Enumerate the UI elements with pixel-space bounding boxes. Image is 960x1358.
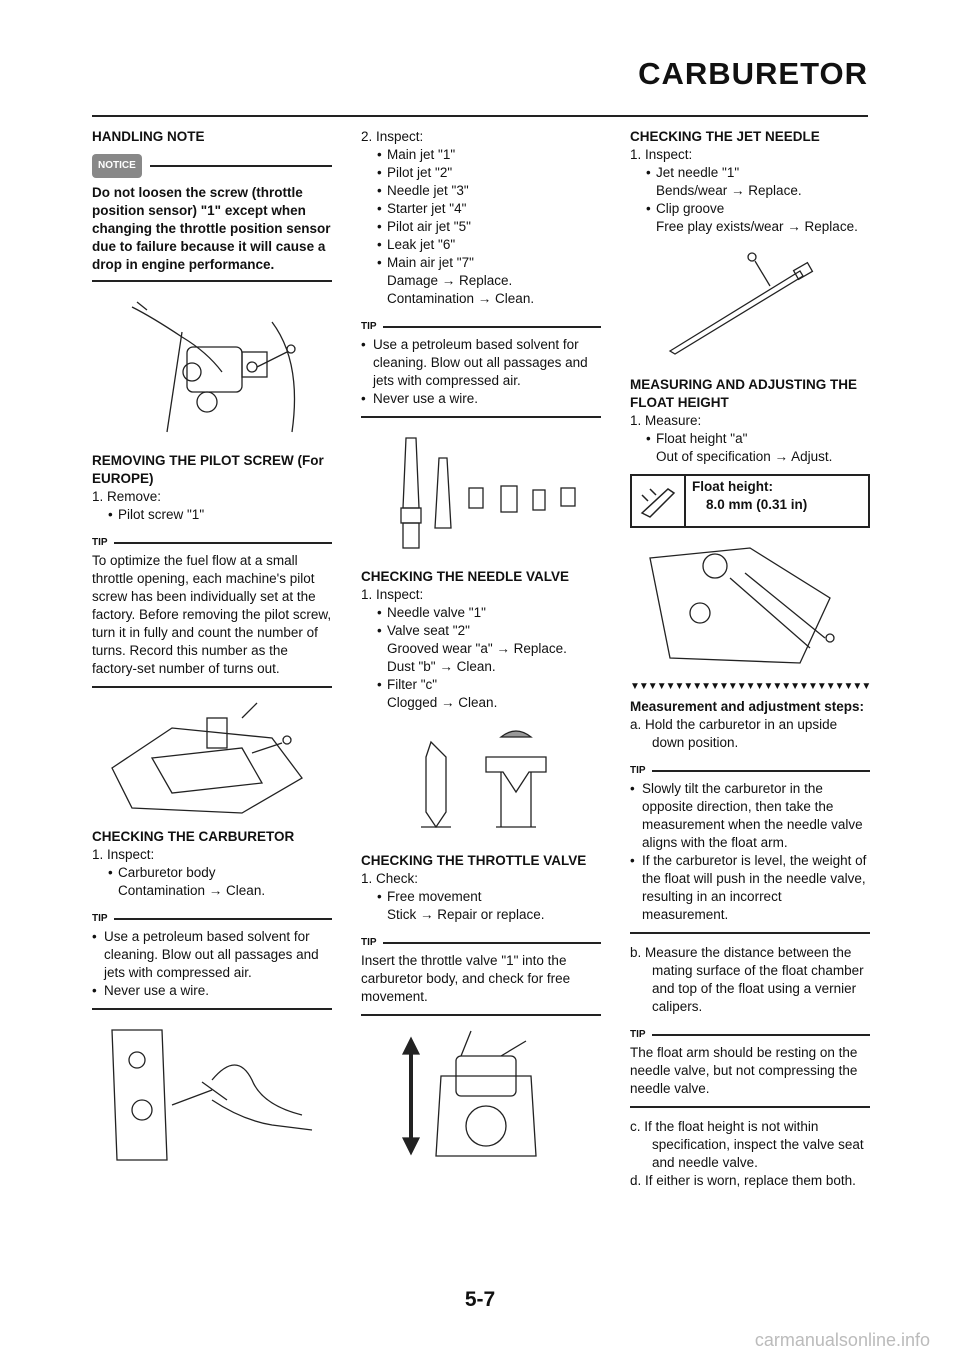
- jet-item: Main air jet "7": [361, 254, 601, 272]
- pilot-screw-item: Pilot screw "1": [92, 506, 332, 524]
- column-middle: 2. Inspect: Main jet "1" Pilot jet "2" N…: [361, 128, 601, 1176]
- step-d: d. If either is worn, replace them both.: [630, 1173, 856, 1188]
- tip-label: TIP: [630, 765, 646, 776]
- step-c: c. If the float height is not within spe…: [630, 1119, 864, 1170]
- tip-throttle-valve-text: Insert the throttle valve "1" into the c…: [361, 953, 571, 1004]
- spec-value: 8.0 mm (0.31 in): [706, 497, 808, 512]
- tip-label: TIP: [361, 937, 377, 948]
- pilot-screw-figure: [111, 702, 303, 814]
- tip-jets-cleaning: TIP Use a petroleum based solvent for cl…: [361, 318, 601, 418]
- tip-cleaning-item: Never use a wire.: [92, 982, 332, 1000]
- tip-throttle-valve: TIP Insert the throttle valve "1" into t…: [361, 934, 601, 1016]
- inspect-jets-step: 2. Inspect:: [361, 129, 424, 144]
- column-right: CHECKING THE JET NEEDLE 1. Inspect: Jet …: [630, 128, 870, 1190]
- float-height-figure: [649, 547, 835, 664]
- jet-item: Pilot jet "2": [361, 164, 601, 182]
- measure-step: 1. Measure:: [630, 413, 702, 428]
- jet-item: Pilot air jet "5": [361, 218, 601, 236]
- jets-action-contamination: Contamination → Clean.: [387, 291, 535, 306]
- clip-groove-action: Free play exists/wear → Replace.: [656, 219, 858, 234]
- jets-figure: [400, 437, 576, 549]
- tip-jets-item: Use a petroleum based solvent for cleani…: [361, 336, 601, 390]
- page-title: CARBURETOR: [638, 56, 868, 91]
- free-movement-action: Stick → Repair or replace.: [387, 907, 545, 922]
- valve-seat-action-dust: Dust "b" → Clean.: [387, 659, 496, 674]
- needle-valve-item: Needle valve "1": [361, 604, 601, 622]
- carburetor-body-action: Contamination → Clean.: [118, 883, 266, 898]
- notice-rule: [149, 165, 332, 167]
- compressed-air-figure: [111, 1029, 313, 1161]
- filter-item: Filter "c": [361, 676, 601, 694]
- tip-float-arm-text: The float arm should be resting on the n…: [630, 1045, 858, 1096]
- throttle-valve-figure: [401, 1030, 537, 1157]
- check-step: 1. Check:: [361, 871, 419, 886]
- jet-needle-figure: [668, 252, 814, 355]
- title-rule: [92, 115, 868, 117]
- notice-badge: NOTICE: [92, 154, 142, 178]
- tip-label: TIP: [92, 537, 108, 548]
- needle-valve-figure: [421, 730, 547, 829]
- inspect-step: 1. Inspect:: [361, 587, 424, 602]
- jet-item: Main jet "1": [361, 146, 601, 164]
- jet-needle-heading: CHECKING THE JET NEEDLE: [630, 129, 820, 144]
- watermark: carmanualsonline.info: [754, 1330, 930, 1350]
- checking-carburetor-heading: CHECKING THE CARBURETOR: [92, 829, 295, 844]
- tip-tilt: TIP Slowly tilt the carburetor in the op…: [630, 762, 870, 934]
- valve-seat-action-wear: Grooved wear "a" → Replace.: [387, 641, 567, 656]
- tip-label: TIP: [361, 321, 377, 332]
- step-b: b. Measure the distance between the mati…: [630, 945, 864, 1014]
- caliper-icon: [632, 476, 686, 526]
- spec-label: Float height:: [692, 479, 773, 494]
- inspect-step: 1. Inspect:: [630, 147, 693, 162]
- jet-needle-action: Bends/wear → Replace.: [656, 183, 802, 198]
- free-movement-item: Free movement: [361, 888, 601, 906]
- steps-start-marker: ▼▼▼▼▼▼▼▼▼▼▼▼▼▼▼▼▼▼▼▼▼▼▼▼▼▼▼▼▼: [630, 681, 870, 692]
- tip-pilot-screw: TIP To optimize the fuel flow at a small…: [92, 534, 332, 688]
- throttle-sensor-figure: [131, 301, 296, 433]
- clip-groove-item: Clip groove: [630, 200, 870, 218]
- tip-label: TIP: [92, 913, 108, 924]
- notice-text: Do not loosen the screw (throttle positi…: [92, 184, 332, 282]
- inspect-step: 1. Inspect:: [92, 847, 155, 862]
- jet-item: Starter jet "4": [361, 200, 601, 218]
- filter-action: Clogged → Clean.: [387, 695, 498, 710]
- tip-tilt-item: If the carburetor is level, the weight o…: [630, 852, 870, 924]
- valve-seat-item: Valve seat "2": [361, 622, 601, 640]
- column-left: HANDLING NOTE NOTICE Do not loosen the s…: [92, 128, 332, 1180]
- jet-item: Needle jet "3": [361, 182, 601, 200]
- tip-pilot-screw-text: To optimize the fuel flow at a small thr…: [92, 553, 332, 676]
- remove-step: 1. Remove:: [92, 489, 162, 504]
- tip-float-arm: TIP The float arm should be resting on t…: [630, 1026, 870, 1108]
- float-height-heading: MEASURING AND ADJUSTING THE FLOAT HEIGHT: [630, 377, 858, 410]
- handling-note-heading: HANDLING NOTE: [92, 129, 205, 144]
- notice-header: NOTICE: [92, 154, 332, 178]
- float-height-action: Out of specification → Adjust.: [656, 449, 833, 464]
- jet-needle-item: Jet needle "1": [630, 164, 870, 182]
- tip-label: TIP: [630, 1029, 646, 1040]
- page-number: 5-7: [464, 1288, 496, 1311]
- jets-action-damage: Damage → Replace.: [387, 273, 513, 288]
- jet-item: Leak jet "6": [361, 236, 601, 254]
- float-height-item: Float height "a": [630, 430, 870, 448]
- float-height-spec-box: Float height: 8.0 mm (0.31 in): [630, 474, 870, 528]
- tip-cleaning-item: Use a petroleum based solvent for cleani…: [92, 928, 332, 982]
- removing-pilot-screw-heading: REMOVING THE PILOT SCREW (For EUROPE): [92, 453, 324, 486]
- tip-tilt-item: Slowly tilt the carburetor in the opposi…: [630, 780, 870, 852]
- steps-heading: Measurement and adjustment steps:: [630, 699, 865, 714]
- step-a: a. Hold the carburetor in an upside down…: [630, 717, 838, 750]
- tip-jets-item: Never use a wire.: [361, 390, 601, 408]
- carburetor-body-item: Carburetor body: [92, 864, 332, 882]
- needle-valve-heading: CHECKING THE NEEDLE VALVE: [361, 569, 570, 584]
- tip-cleaning: TIP Use a petroleum based solvent for cl…: [92, 910, 332, 1010]
- throttle-valve-heading: CHECKING THE THROTTLE VALVE: [361, 853, 587, 868]
